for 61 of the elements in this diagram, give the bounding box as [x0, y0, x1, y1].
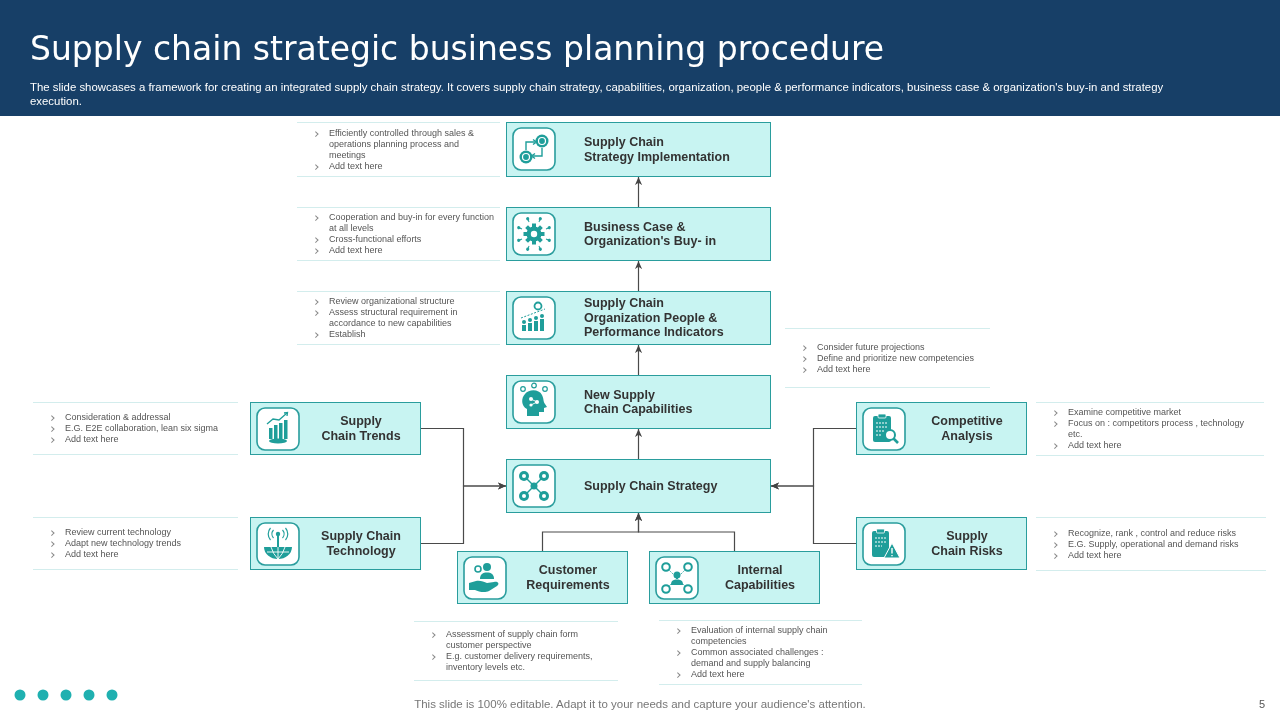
process-box: [506, 122, 771, 177]
bullet-point: Consideration & addressal: [48, 412, 234, 423]
node-title: Supply Chain Strategy: [584, 478, 718, 494]
node-title: Supply Chain Trends: [320, 414, 402, 443]
connector-arrow: [770, 482, 857, 545]
bullet-point: Consider future projections: [800, 341, 986, 353]
slide-title: Supply chain strategic business planning procedure: [30, 29, 885, 69]
footer-note: This slide is 100% editable. Adapt it to your needs and capture your audience's attention.: [414, 698, 866, 710]
connector-arrow: [634, 344, 643, 376]
node-title: Competitive Analysis: [930, 414, 1004, 443]
node-title: New Supply Chain Capabilities: [584, 387, 694, 417]
connector-arrow: [634, 512, 736, 552]
bullet-point: Assessment of supply chain form customer perspective: [429, 629, 614, 651]
slide-subtitle: The slide showcases a framework for creating an integrated supply chain strategy. It covers supply chain strategy, capabilities, organization, people & performance indicators, business case & organization's buy-in and strategy execution.: [30, 81, 1165, 108]
process-box: [506, 375, 771, 429]
process-box: [457, 551, 628, 604]
bullet-point: Review current technology: [48, 527, 234, 538]
node-title: Supply Chain Risks: [930, 529, 1004, 558]
node-title: Business Case & Organization's Buy- in: [584, 219, 718, 249]
connector-arrow: [420, 482, 507, 545]
process-box: [250, 402, 421, 455]
bullet-point: Adapt new technology trends: [48, 538, 234, 549]
process-box: [506, 291, 771, 345]
bullet-point: Add text here: [674, 669, 858, 680]
bullet-point: Add text here: [312, 245, 496, 256]
bullet-point: E.g. customer delivery requirements, inventory levels etc.: [429, 651, 614, 673]
bullet-point: Add text here: [48, 434, 234, 445]
bullet-point: Add text here: [800, 363, 986, 375]
bullet-point: Common associated challenges : demand and supply balancing: [674, 647, 858, 669]
process-box: [649, 551, 820, 604]
process-box: [856, 517, 1027, 570]
node-title: Supply Chain Strategy Implementation: [584, 135, 731, 164]
bullet-point: Evaluation of internal supply chain competencies: [674, 625, 858, 647]
bullet-point: Add text here: [1051, 440, 1260, 451]
bullet-point: E.G. Supply, operational and demand risks: [1051, 538, 1262, 550]
process-box: [506, 459, 771, 513]
bullet-point: Add text here: [1051, 549, 1262, 561]
bullet-point: Focus on : competitors process , technology etc.: [1051, 418, 1260, 440]
connector-arrow: [634, 260, 643, 292]
connector-arrow: [634, 176, 643, 208]
node-title: Internal Capabilities: [723, 563, 797, 592]
process-box: [506, 207, 771, 261]
bullet-point: Define and prioritize new competencies: [800, 352, 986, 364]
bullet-point: Establish: [312, 329, 496, 340]
bullet-point: Add text here: [48, 549, 234, 560]
bullet-point: E.G. E2E collaboration, lean six sigma: [48, 423, 234, 434]
bullet-point: Cooperation and buy-in for every function at all levels: [312, 212, 496, 234]
bullet-point: Recognize, rank , control and reduce risks: [1051, 527, 1262, 539]
process-box: [856, 402, 1027, 455]
bullet-point: Cross-functional efforts: [312, 234, 496, 245]
connector-arrow: [634, 428, 643, 460]
bullet-point: Examine competitive market: [1051, 407, 1260, 418]
process-box: [250, 517, 421, 570]
node-title: Supply Chain Technology: [320, 529, 402, 558]
bullet-point: Assess structural requirement in accordance to new capabilities: [312, 307, 496, 329]
page-number: 5: [1259, 698, 1266, 710]
node-title: Customer Requirements: [525, 563, 611, 592]
bullet-point: Review organizational structure: [312, 296, 496, 307]
bullet-point: Efficiently controlled through sales & operations planning process and meetings: [312, 127, 496, 161]
node-title: Supply Chain Organization People & Performance Indicators: [584, 296, 725, 340]
bullet-point: Add text here: [312, 160, 496, 172]
